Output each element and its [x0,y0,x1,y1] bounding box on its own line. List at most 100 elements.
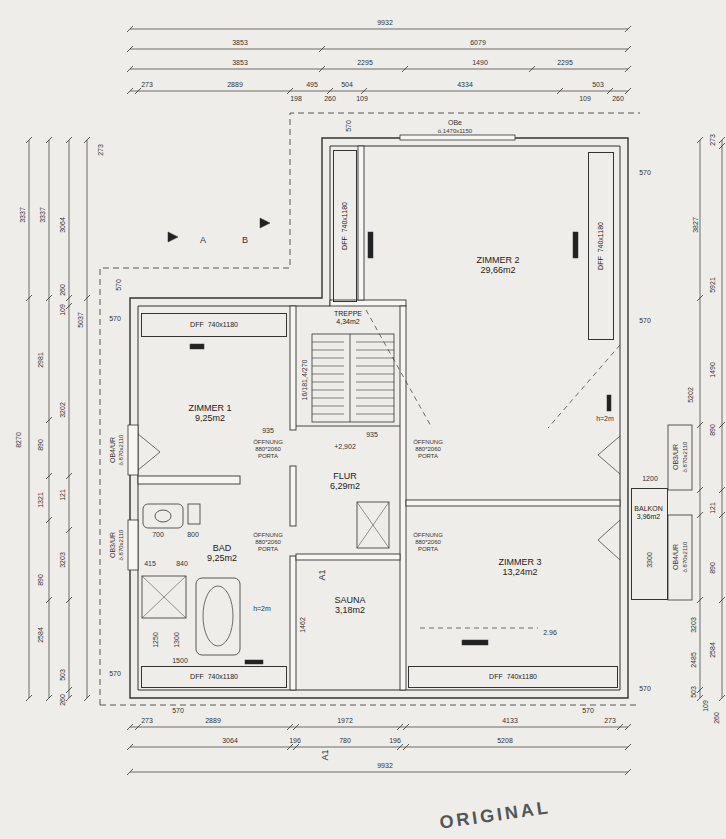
text-group: DFF740x1180 [190,673,238,681]
dimension-label: 16/181,4/270 [301,360,308,401]
dimension-tick [127,769,133,775]
dimension-label: 570 [109,670,121,677]
dimension-label: 2584 [709,642,716,658]
interior-wall [406,500,620,506]
dimension-line [130,772,628,773]
dimension-tick [719,512,725,518]
dimension-label: 3827 [692,217,699,233]
section-marker [260,218,270,228]
dimension-label: 890 [709,424,716,436]
dimension-label: 503 [59,669,66,681]
dimension-label: h=2m [253,605,271,612]
dimension-label: 260 [713,712,720,724]
dimension-label: 890 [37,439,44,451]
stair-step [312,398,344,399]
window [668,515,692,600]
stair-outline [312,334,394,422]
dimension-line [130,727,628,728]
dimension-label: A [200,236,206,245]
dimension-label: 890 [37,574,44,586]
dimension-tick [66,137,72,143]
dimension-label: 121 [709,502,716,514]
plan-graphics [26,26,725,775]
stair-end-line [296,426,400,427]
dimension-line [49,140,50,698]
dimension-tick [46,695,52,701]
dimension-label: 570 [345,120,352,132]
bathtub-basin [203,586,233,646]
shaft-cross [357,502,389,548]
dimension-tick [127,26,133,32]
dimension-tick [403,724,409,730]
dimension-line [29,140,30,698]
stair-step [312,374,344,375]
outer-wall [130,138,628,698]
room-name: BALKON [634,505,662,513]
dimension-tick [719,143,725,149]
window [128,425,138,475]
text-group: TREPPE4,34m2 [334,310,362,325]
dimension-label: 3300 [646,552,653,568]
interior-wall [296,554,400,560]
roof-slope-line [366,310,432,428]
dimension-tick [319,46,325,52]
dimension-tick [319,66,325,72]
dimension-label: A1 [318,569,327,580]
dimension-tick [287,88,293,94]
dimension-label: 3202 [59,402,66,418]
dimension-label: 109 [579,95,591,102]
dimension-label: ÖFFNUNG 880*2060 PORTA [250,532,286,553]
dimension-label: 3337 [39,207,46,223]
stair-step [312,382,344,383]
dimension-label: 3853 [232,59,248,66]
room-area: 13,24m2 [502,568,537,578]
dimension-tick [135,724,141,730]
dimension-label: 109 [59,304,66,316]
text-group: BALKON3,96m2 [634,505,662,520]
text-group: DFF740x1180 [341,202,349,250]
window-label: 740x1180 [208,321,238,329]
stair-step [356,406,394,407]
dimension-label: 890 [709,562,716,574]
roof-window-box: DFF740x1180 [408,666,618,688]
dimension-tick [697,295,703,301]
dimension-label: 3064 [222,737,238,744]
room-area: 3,96m2 [637,513,660,521]
dimension-label: ö.870x2110 [118,530,124,561]
dimension-label: OB4/UR [109,437,116,463]
text-group: DFF740x1180 [190,321,238,329]
dimension-tick [84,695,90,701]
dimension-tick [719,597,725,603]
text-group: SAUNA3,18m2 [334,596,365,616]
dimension-tick [127,46,133,52]
stair-step [312,414,344,415]
shaft-cross [357,502,389,548]
dimension-label: 800 [187,531,199,538]
text-group: ZIMMER 229,66m2 [476,256,519,276]
dimension-line [130,29,628,30]
dimension-label: ö.1470x1150 [438,128,472,134]
dimension-label: B [242,236,248,245]
room-area: 4,34m2 [336,318,359,326]
dimension-label: 5921 [709,277,716,293]
dimension-tick [127,88,133,94]
dimension-label: 196 [289,737,301,744]
dimension-tick [84,295,90,301]
dimension-tick [287,724,293,730]
dimension-label: 1500 [172,657,188,664]
heater [573,232,578,258]
heater [245,660,263,664]
dimension-label: 260 [324,95,336,102]
dimension-label: h=2m [596,415,614,422]
dimension-tick [403,744,409,750]
interior-wall [138,476,240,484]
dimension-tick [327,88,333,94]
dimension-tick [46,597,52,603]
outer-wall-inner [138,146,620,690]
dimension-tick [697,137,703,143]
dimension-tick [26,695,32,701]
dimension-tick [697,695,703,701]
dormer-window [400,135,515,140]
